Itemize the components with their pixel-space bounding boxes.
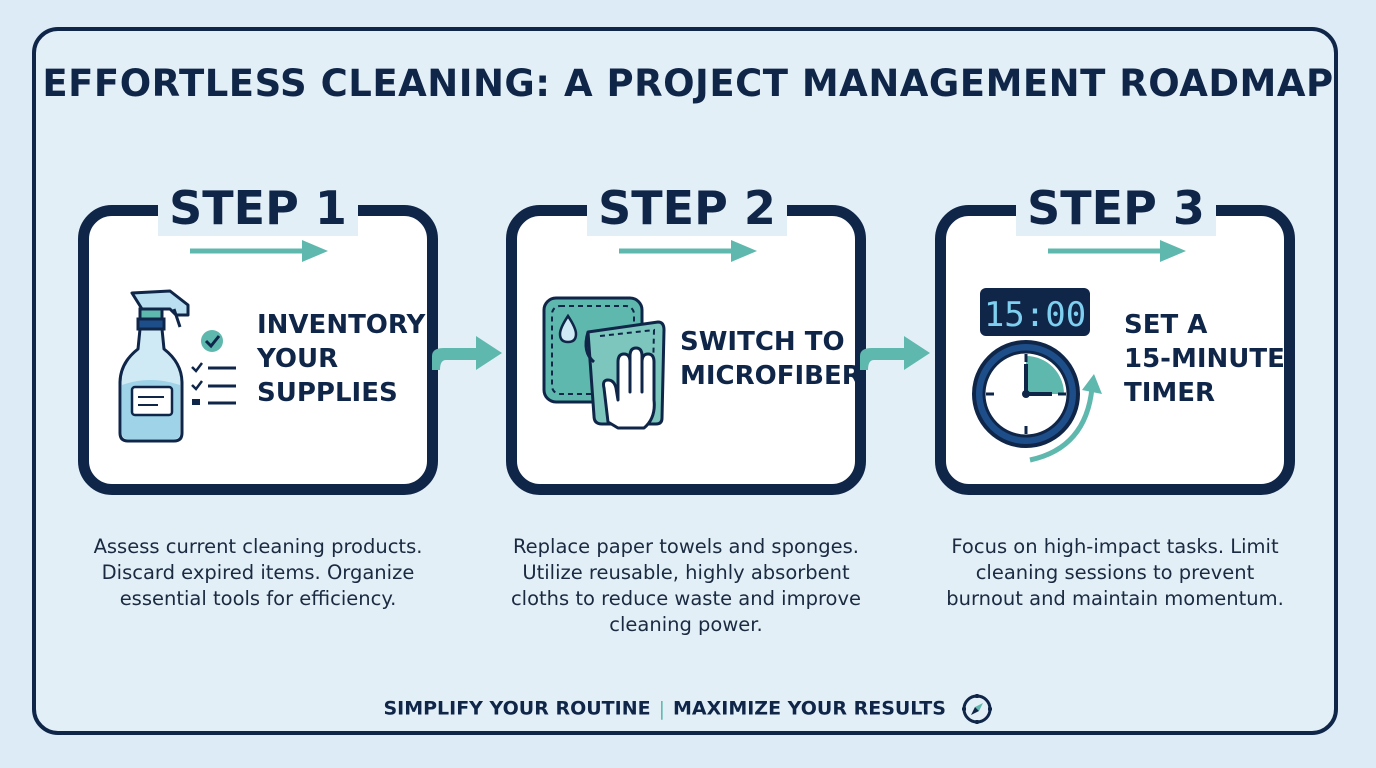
step-2-arrow-icon [619, 240, 757, 262]
step-3-description: Focus on high-impact tasks. Limit cleani… [946, 535, 1284, 610]
connector-arrow-2-icon [860, 336, 930, 370]
step-1-description: Assess current cleaning products. Discar… [93, 535, 423, 610]
spray-bottle-checklist-icon [118, 289, 236, 443]
step-3-title: SET A 15-MINUTE TIMER [1124, 310, 1285, 408]
step-1-title: INVENTORY YOUR SUPPLIES [257, 310, 426, 408]
microfiber-cloth-hand-icon [542, 296, 666, 430]
footer-tagline: SIMPLIFY YOUR ROUTINE | MAXIMIZE YOUR RESU… [0, 693, 1376, 725]
step-1-label: STEP 1 [158, 180, 358, 236]
step-3-label: STEP 3 [1016, 180, 1216, 236]
footer-right-text: MAXIMIZE YOUR RESULTS [673, 697, 946, 720]
step-2-description: Replace paper towels and sponges. Utiliz… [510, 535, 862, 636]
step-2-title: SWITCH TO MICROFIBER [680, 327, 862, 391]
step-2-label: STEP 2 [587, 180, 787, 236]
timer-display: 15:00 [984, 295, 1086, 335]
compass-icon [961, 694, 992, 724]
step-3-arrow-icon [1048, 240, 1186, 262]
page-title: EFFORTLESS CLEANING: A PROJECT MANAGEMEN… [42, 62, 1334, 105]
footer-left-text: SIMPLIFY YOUR ROUTINE [383, 697, 651, 720]
step-1-arrow-icon [190, 240, 328, 262]
timer-clock-icon: 15:00 [972, 288, 1102, 463]
footer-separator: | [658, 697, 665, 720]
connector-arrow-1-icon [432, 336, 502, 370]
